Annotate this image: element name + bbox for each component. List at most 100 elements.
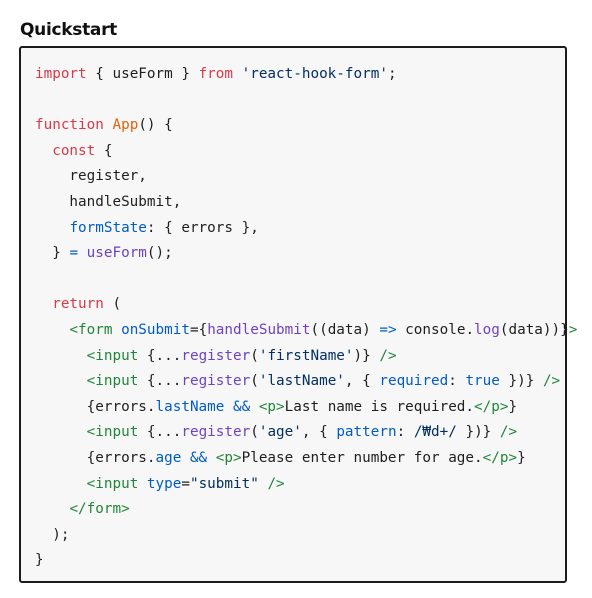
code-token-plain — [224, 399, 233, 415]
code-token-blue: lastName — [155, 398, 225, 415]
code-token-blue: && — [233, 398, 251, 415]
code-token-plain: } — [35, 552, 44, 569]
code-line: } — [35, 548, 565, 574]
code-line: <input type="submit" /> — [35, 472, 565, 498]
code-token-tag: <input — [86, 475, 139, 492]
code-token-attr: pattern — [336, 424, 397, 441]
code-line: <form onSubmit={handleSubmit((data) => c… — [35, 318, 577, 344]
code-token-str: /₩d+/ — [413, 424, 457, 441]
section-heading: Quickstart — [20, 20, 117, 40]
code-line — [35, 267, 565, 293]
code-token-plain — [35, 322, 69, 338]
code-line: register, — [35, 164, 565, 190]
code-line: <input {...register('age', { pattern: /₩… — [35, 420, 565, 446]
code-token-plain: ((data) — [310, 321, 380, 338]
code-token-str: 'age' — [258, 424, 302, 441]
code-token-plain — [35, 296, 52, 312]
code-token-call: register — [181, 347, 251, 364]
code-token-plain — [35, 476, 87, 492]
code-token-tag: <form — [69, 321, 113, 338]
code-token-blue: formState — [69, 219, 147, 236]
code-token-plain: handleSubmit, — [35, 193, 182, 210]
code-token-plain: (); — [146, 245, 173, 262]
code-token-plain: ( — [250, 424, 259, 441]
code-block[interactable]: import { useForm } from 'react-hook-form… — [19, 46, 577, 583]
code-line — [35, 88, 565, 114]
code-token-plain: })} — [456, 424, 500, 441]
code-token-call: handleSubmit — [207, 321, 311, 338]
code-token-plain — [138, 476, 147, 492]
code-token-call: log — [474, 321, 500, 338]
code-token-blue: = — [69, 245, 79, 262]
code-token-plain — [207, 450, 216, 466]
code-token-plain — [35, 373, 87, 389]
code-token-tag: </p> — [474, 398, 509, 415]
code-token-tag: <p> — [258, 398, 285, 415]
code-token-plain: , { — [301, 424, 337, 441]
code-token-tag: <input — [86, 347, 139, 364]
code-token-plain — [112, 322, 121, 338]
code-token-str: 'react-hook-form' — [241, 66, 388, 82]
code-token-plain: } — [517, 449, 526, 466]
code-line: return ( — [35, 292, 565, 318]
code-token-tag: /> — [379, 347, 397, 364]
code-token-call: useForm — [86, 245, 147, 262]
code-token-call: register — [181, 373, 251, 390]
code-line: import { useForm } from 'react-hook-form… — [35, 62, 565, 88]
code-token-tag: > — [568, 321, 578, 338]
code-token-str: 'lastName' — [258, 373, 345, 390]
code-line: <input {...register('firstName')} /> — [35, 344, 565, 370]
code-token-plain: ( — [250, 373, 259, 390]
code-token-blue: age — [155, 449, 182, 466]
code-content[interactable]: import { useForm } from 'react-hook-form… — [21, 48, 577, 574]
code-token-plain: : — [448, 373, 466, 390]
code-line: formState: { errors }, — [35, 216, 565, 242]
code-token-plain — [35, 501, 69, 517]
code-line: {errors.lastName && <p>Last name is requ… — [35, 395, 565, 421]
code-token-plain: Last name is required. — [284, 398, 475, 415]
code-token-plain: = — [181, 475, 190, 492]
code-token-attr: required — [379, 373, 449, 390]
code-token-plain: : — [396, 424, 414, 441]
code-token-plain: })} — [499, 373, 543, 390]
code-token-plain — [35, 220, 69, 236]
code-line: </form> — [35, 497, 565, 523]
code-token-attr: onSubmit — [121, 321, 190, 338]
code-token-blue: => — [379, 321, 397, 338]
code-line: function App() { — [35, 113, 565, 139]
code-token-plain: {errors. — [35, 398, 156, 415]
code-token-kw: const — [52, 142, 96, 159]
code-token-kw: return — [52, 296, 104, 313]
code-token-tag: <input — [86, 373, 139, 390]
code-token-tag: <p> — [215, 449, 242, 466]
code-token-plain — [35, 424, 87, 440]
code-token-fn: App — [112, 117, 139, 134]
code-token-tag: /> — [267, 475, 285, 492]
code-token-blue: && — [189, 449, 208, 466]
code-token-plain: ( — [103, 296, 122, 313]
code-line: } = useForm(); — [35, 241, 565, 267]
code-token-plain: {... — [138, 373, 182, 390]
code-token-blue: true — [465, 373, 500, 390]
code-line: const { — [35, 139, 565, 165]
code-token-tag: </form> — [69, 501, 130, 518]
code-token-plain: )} — [353, 347, 380, 364]
code-token-plain: { — [95, 142, 113, 159]
code-token-tag: <input — [86, 424, 139, 441]
code-token-plain: Please enter number for age. — [241, 449, 483, 466]
code-token-plain: ; — [387, 66, 397, 82]
code-token-plain: ); — [35, 526, 70, 543]
code-token-kw: from — [198, 66, 233, 82]
code-token-plain: {... — [138, 424, 182, 441]
code-token-kw: import — [35, 66, 87, 82]
code-token-plain: ( — [250, 347, 259, 364]
code-token-call: register — [181, 424, 251, 441]
code-token-plain: { useForm } — [86, 66, 199, 82]
code-token-plain — [35, 143, 52, 159]
code-token-plain — [78, 245, 87, 261]
code-line: handleSubmit, — [35, 190, 565, 216]
code-token-tag: /> — [499, 424, 518, 441]
code-token-str: 'firstName' — [258, 347, 354, 364]
code-token-plain: , { — [344, 373, 380, 390]
code-token-kw: function — [35, 117, 104, 134]
